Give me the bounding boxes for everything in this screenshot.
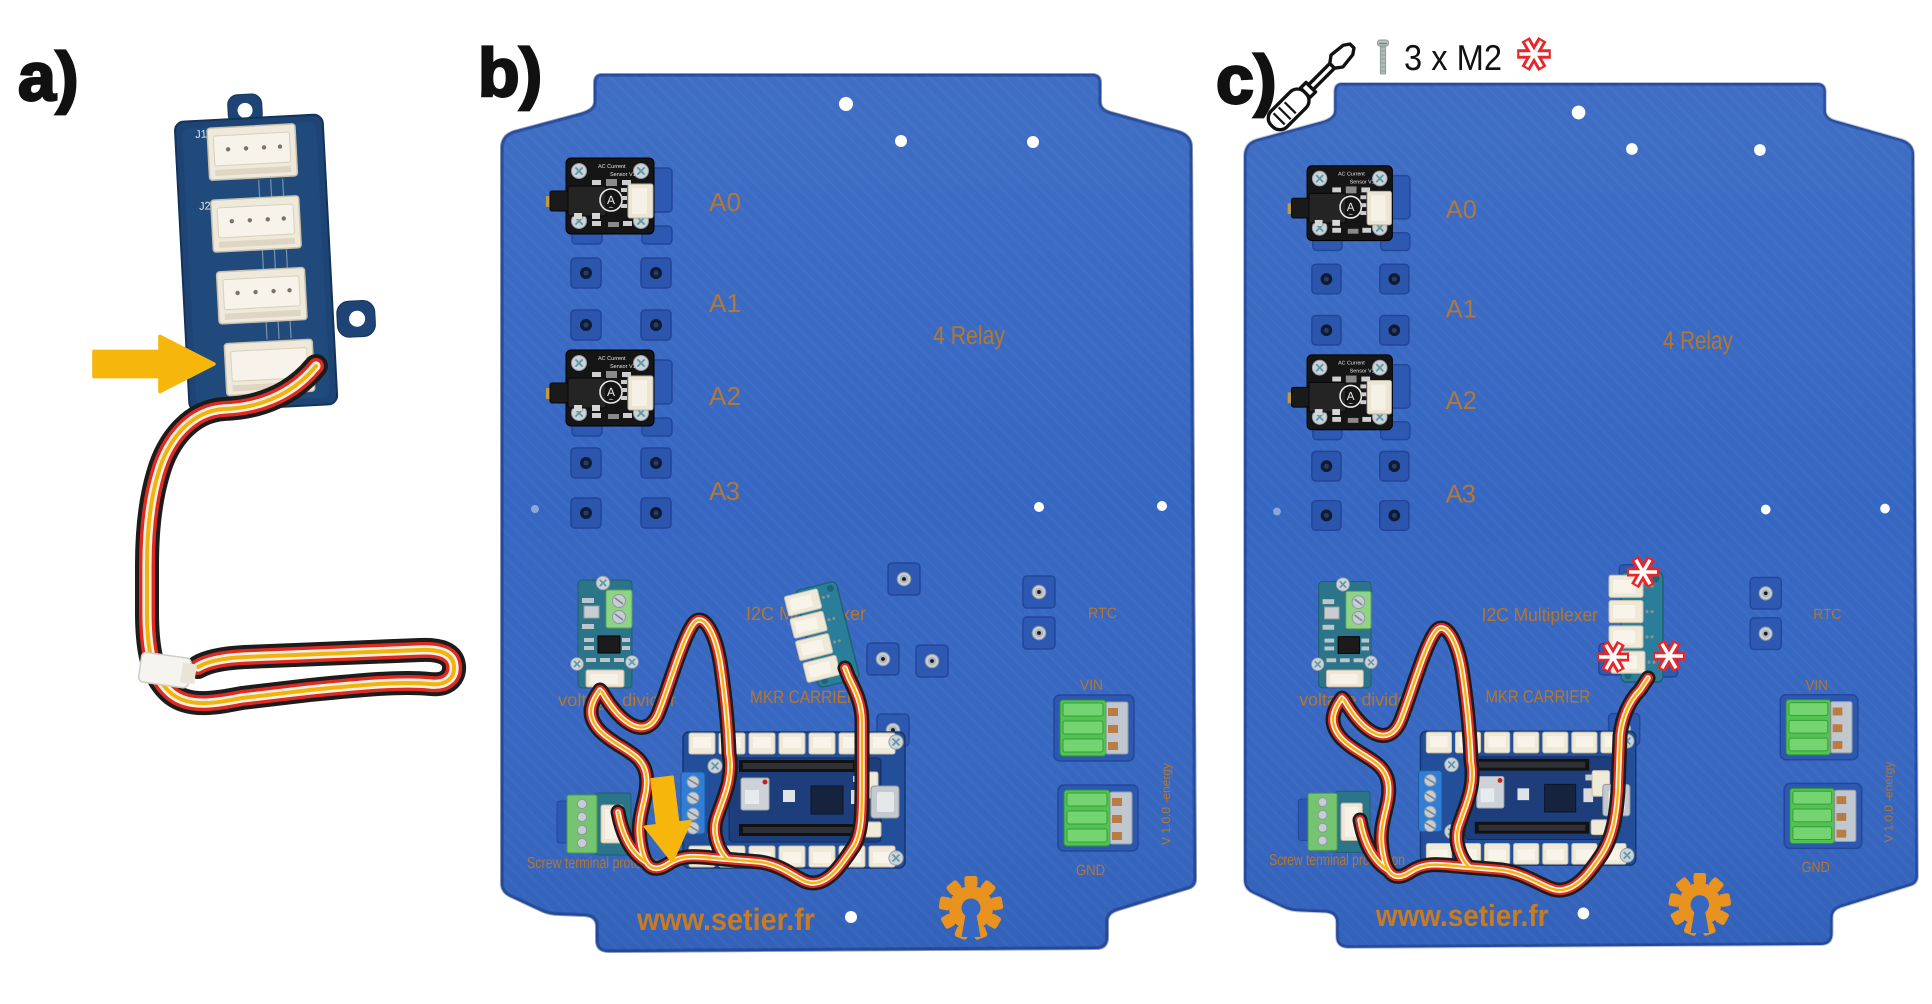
svg-text:J2: J2 (199, 200, 211, 213)
svg-text:a): a) (18, 39, 78, 115)
svg-text:3 x M2: 3 x M2 (1404, 37, 1502, 78)
svg-text:c): c) (1216, 42, 1276, 118)
svg-text:b): b) (478, 35, 542, 111)
svg-text:J1: J1 (195, 128, 207, 141)
